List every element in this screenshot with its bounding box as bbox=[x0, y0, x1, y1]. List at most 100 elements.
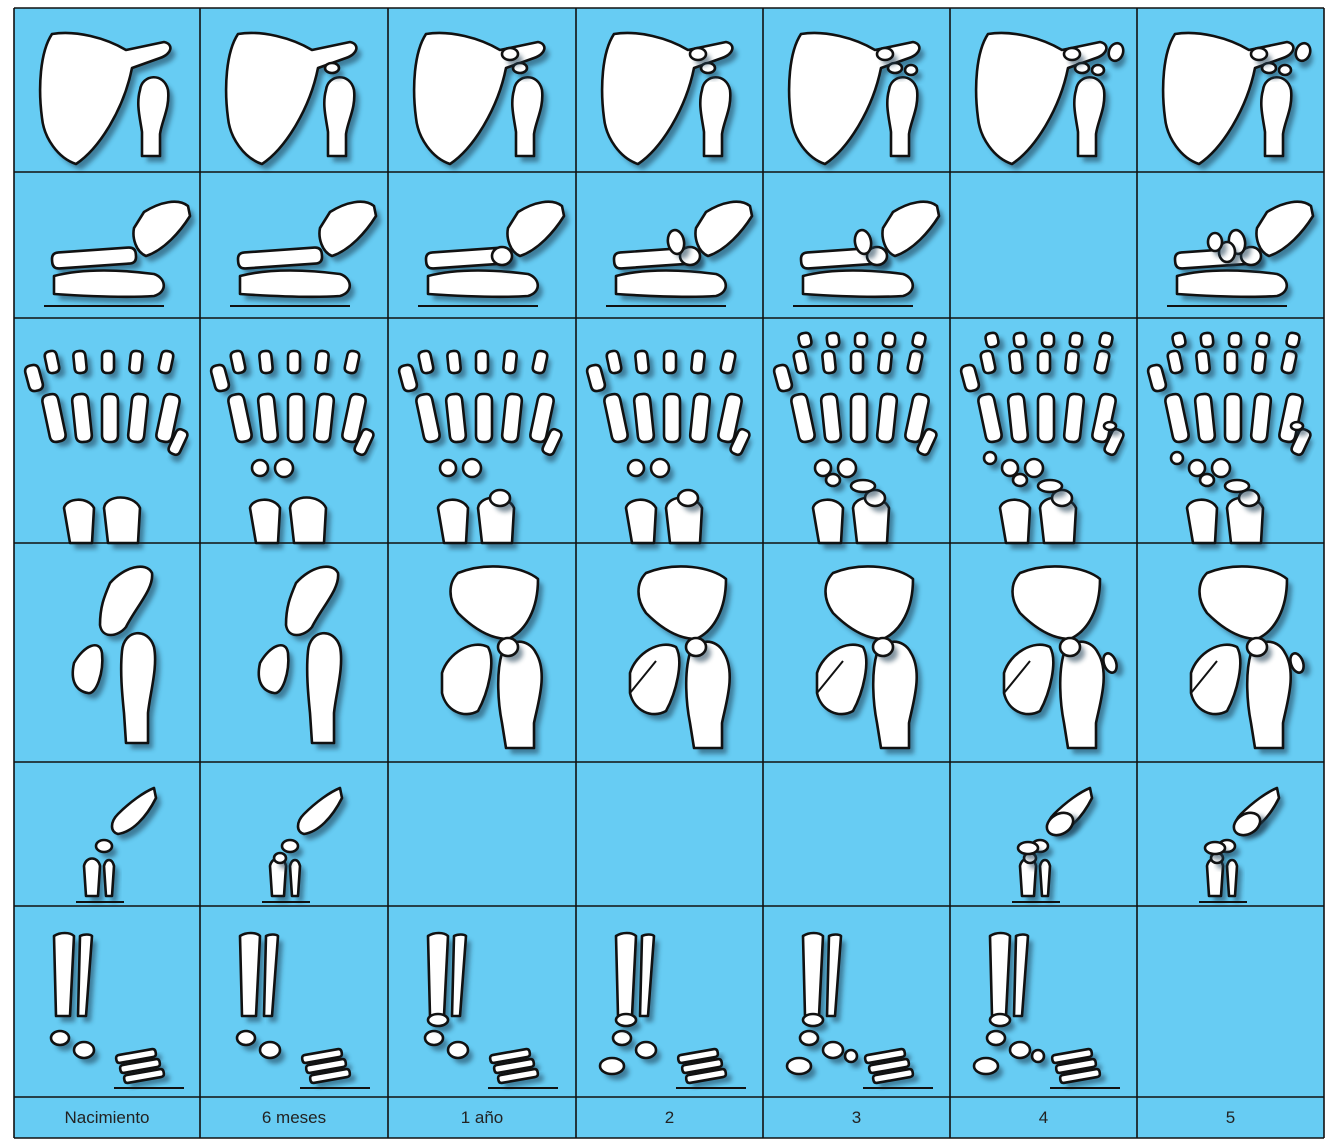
femoral-head-center bbox=[873, 638, 893, 656]
sesamoid-center bbox=[1291, 422, 1303, 430]
distal-tibial-center bbox=[428, 1014, 448, 1026]
grid-cell bbox=[950, 172, 1137, 318]
hamate-center bbox=[651, 459, 669, 477]
distal-phalanx bbox=[1256, 332, 1269, 347]
metacarpal bbox=[664, 394, 680, 442]
grid-cell bbox=[200, 543, 388, 762]
ulna-distal bbox=[64, 500, 94, 543]
distal-phalanx bbox=[912, 332, 927, 348]
tibia bbox=[428, 933, 448, 1016]
grid-cell bbox=[388, 762, 576, 906]
hamate-center bbox=[1025, 459, 1043, 477]
phalanx bbox=[102, 351, 114, 373]
talus-center bbox=[51, 1031, 69, 1045]
age-label: 5 bbox=[1226, 1108, 1235, 1127]
metacarpal bbox=[446, 393, 467, 442]
triquetrum-center bbox=[1013, 474, 1027, 486]
phalanx bbox=[851, 351, 863, 373]
metacarpal bbox=[476, 394, 492, 442]
metacarpal bbox=[476, 394, 497, 448]
calcaneus-center bbox=[823, 1042, 843, 1058]
distal-phalanx bbox=[1286, 332, 1301, 348]
distal-phalanx bbox=[1069, 332, 1082, 347]
metacarpal bbox=[1195, 393, 1216, 442]
distal-phalanx bbox=[1099, 332, 1114, 348]
phalanx bbox=[691, 350, 705, 373]
phalanx bbox=[822, 350, 836, 373]
metacarpal bbox=[690, 393, 711, 442]
tibia bbox=[54, 933, 74, 1016]
coracoid-center bbox=[1064, 48, 1080, 60]
trochlea-center bbox=[1208, 233, 1222, 251]
grid-cell bbox=[576, 762, 763, 906]
metacarpal bbox=[877, 393, 898, 442]
distal-phalanx bbox=[798, 332, 813, 348]
cuboid-center bbox=[787, 1058, 811, 1074]
phalanx bbox=[503, 350, 517, 373]
capitate-center bbox=[252, 460, 268, 476]
ulna bbox=[616, 271, 726, 297]
calcaneus-center bbox=[448, 1042, 468, 1058]
femoral-head-center bbox=[686, 638, 706, 656]
metacarpal bbox=[664, 394, 685, 448]
calcaneus-center bbox=[260, 1042, 280, 1058]
cuboid-center bbox=[600, 1058, 624, 1074]
capitate-center bbox=[1002, 460, 1018, 476]
phalanx bbox=[1038, 351, 1050, 373]
tuberosity-center bbox=[1279, 65, 1291, 75]
femoral-head-center bbox=[1247, 638, 1267, 656]
distal-femoral-center bbox=[282, 840, 298, 852]
hamate-center bbox=[1212, 459, 1230, 477]
talus-center bbox=[237, 1031, 255, 1045]
grid-cell bbox=[763, 762, 950, 906]
distal-phalanx bbox=[1200, 332, 1213, 347]
ulna bbox=[54, 271, 164, 297]
fibula bbox=[1040, 860, 1050, 896]
hamate-center bbox=[275, 459, 293, 477]
phalanx bbox=[1065, 350, 1079, 373]
tibia bbox=[616, 933, 636, 1016]
grid-cell bbox=[14, 906, 200, 1097]
radial-epiphysis-center bbox=[490, 490, 510, 506]
capitate-center bbox=[815, 460, 831, 476]
fibula bbox=[104, 860, 114, 896]
ulna-distal bbox=[250, 500, 280, 543]
trapezium-center bbox=[984, 452, 996, 464]
distal-phalanx bbox=[882, 332, 895, 347]
phalanx bbox=[129, 350, 143, 373]
coracoid-center bbox=[1251, 48, 1267, 60]
lunate-center bbox=[1038, 480, 1062, 492]
ulna bbox=[803, 271, 913, 297]
distal-tibial-center bbox=[990, 1014, 1010, 1026]
age-label: 2 bbox=[665, 1108, 674, 1127]
capitate-center bbox=[440, 460, 456, 476]
capitulum-center bbox=[492, 247, 512, 265]
navicular-center bbox=[845, 1050, 857, 1062]
metacarpal bbox=[851, 394, 867, 442]
calcaneus-center bbox=[636, 1042, 656, 1058]
sesamoid-center bbox=[1104, 422, 1116, 430]
capitate-center bbox=[1189, 460, 1205, 476]
cuboid-center bbox=[974, 1058, 998, 1074]
distal-phalanx bbox=[855, 333, 867, 347]
ulna bbox=[1177, 271, 1287, 297]
distal-phalanx bbox=[985, 332, 1000, 348]
radial-epiphysis-center bbox=[678, 490, 698, 506]
coracoid-center bbox=[690, 48, 706, 60]
metacarpal bbox=[1038, 394, 1054, 442]
metacarpal bbox=[102, 394, 123, 448]
metacarpal bbox=[1038, 394, 1059, 448]
age-label: 6 meses bbox=[262, 1108, 326, 1127]
ulna bbox=[240, 271, 350, 297]
triquetrum-center bbox=[1200, 474, 1214, 486]
phalanx bbox=[664, 351, 676, 373]
metacarpal bbox=[502, 393, 523, 442]
talus-center bbox=[613, 1031, 631, 1045]
distal-phalanx bbox=[1042, 333, 1054, 347]
phalanx bbox=[288, 351, 300, 373]
tibial-epiphysis-center bbox=[1018, 842, 1038, 854]
ulna bbox=[428, 271, 538, 297]
metacarpal bbox=[851, 394, 872, 448]
distal-tibial-center bbox=[803, 1014, 823, 1026]
